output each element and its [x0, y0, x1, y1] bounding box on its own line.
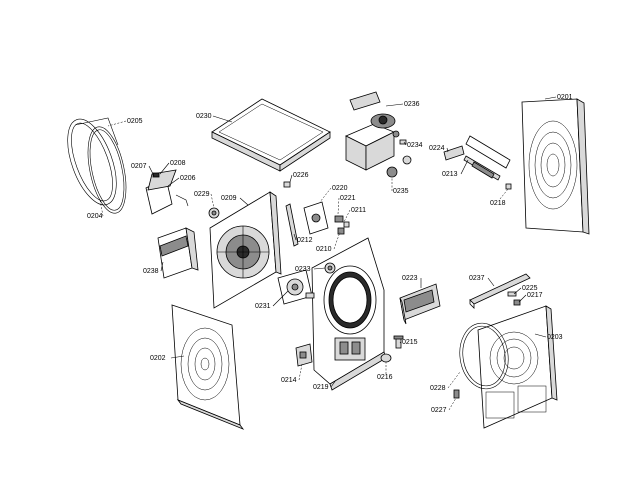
part-seal-ring[interactable] [58, 113, 126, 211]
leader-line-0209 [239, 197, 249, 206]
leader-lines [99, 96, 557, 411]
part-front-frame[interactable] [311, 237, 387, 391]
leader-line-0217 [518, 294, 527, 303]
part-door-panel[interactable] [477, 305, 558, 429]
leader-line-0234 [403, 141, 407, 146]
callout-0230: 0230 [196, 113, 212, 120]
callout-0221: 0221 [340, 195, 356, 202]
part-front-seal[interactable] [81, 123, 133, 216]
callout-0234: 0234 [407, 142, 423, 149]
callout-0226: 0226 [293, 172, 309, 179]
leader-line-0206 [167, 177, 180, 187]
leader-line-0238 [160, 261, 164, 272]
callout-0216: 0216 [377, 374, 393, 381]
part-filter-box[interactable] [157, 227, 199, 279]
leader-line-0210 [333, 231, 341, 250]
callout-0219: 0219 [313, 384, 329, 391]
part-bracket[interactable] [303, 201, 329, 235]
part-clip[interactable] [283, 181, 291, 188]
leader-line-0214 [298, 363, 303, 381]
leader-line-0211 [343, 209, 351, 223]
part-sensor[interactable] [334, 215, 350, 235]
leader-line-0228 [447, 371, 461, 389]
leader-line-0227 [448, 397, 457, 411]
callout-0202: 0202 [150, 355, 166, 362]
part-grommet[interactable] [380, 353, 392, 363]
callout-0206: 0206 [180, 175, 196, 182]
leader-line-0219 [330, 379, 337, 388]
part-drum-rear-panel[interactable] [209, 191, 282, 309]
callout-0220: 0220 [332, 185, 348, 192]
part-condenser-cover[interactable] [399, 283, 441, 325]
leader-line-0201 [544, 96, 557, 100]
leader-line-0202 [170, 355, 185, 359]
leader-line-0224 [446, 147, 449, 153]
callout-0201: 0201 [557, 94, 573, 101]
callout-0237: 0237 [469, 275, 485, 282]
callout-0236: 0236 [404, 101, 420, 108]
leader-line-0233 [313, 267, 326, 270]
callout-0212: 0212 [297, 237, 313, 244]
callout-0211: 0211 [351, 207, 366, 214]
callout-0214: 0214 [281, 377, 297, 384]
part-bearing[interactable] [324, 262, 336, 274]
part-drum-shaft[interactable] [277, 269, 315, 305]
callout-0204: 0204 [87, 213, 103, 220]
leader-line-0218 [499, 188, 509, 200]
part-door-gasket[interactable] [456, 320, 513, 392]
part-knob[interactable] [208, 207, 220, 219]
leader-line-0230 [212, 115, 233, 123]
callout-0203: 0203 [547, 334, 563, 341]
leader-line-0207 [148, 165, 155, 177]
callout-labels: 0201 0202 0203 0204 0205 0206 0207 0208 0209 0210… [87, 94, 573, 414]
callout-0215: 0215 [402, 339, 418, 346]
leader-line-0205 [107, 120, 127, 127]
callout-0205: 0205 [127, 118, 143, 125]
callout-0213: 0213 [442, 171, 458, 178]
part-control-strip[interactable] [443, 135, 512, 190]
callout-0217: 0217 [527, 292, 543, 299]
leader-line-0208 [159, 162, 170, 175]
callout-0207: 0207 [131, 163, 147, 170]
part-rear-panel[interactable] [521, 98, 590, 235]
leader-line-0229 [210, 193, 215, 209]
leader-line-0237 [487, 277, 495, 287]
part-front-panel[interactable] [171, 304, 245, 430]
callout-0233: 0233 [295, 266, 311, 273]
leader-line-0221 [337, 197, 340, 215]
callout-0210: 0210 [316, 246, 332, 253]
part-rail[interactable] [285, 203, 299, 247]
part-latch[interactable] [453, 389, 460, 399]
leader-line-0204 [99, 199, 104, 217]
leader-line-0212 [293, 233, 297, 241]
leader-line-0231 [272, 290, 289, 307]
leader-line-0236 [385, 103, 404, 107]
callout-0209: 0209 [221, 195, 237, 202]
leader-line-0220 [319, 187, 332, 203]
part-bolt[interactable] [393, 335, 404, 349]
callout-0223: 0223 [402, 275, 418, 282]
leader-line-0225 [513, 287, 522, 295]
callout-0208: 0208 [170, 160, 186, 167]
part-top-rail[interactable] [469, 273, 531, 309]
callout-0238: 0238 [143, 268, 159, 275]
leader-line-0213 [460, 159, 469, 175]
callout-0224: 0224 [429, 145, 445, 152]
part-switch[interactable] [295, 343, 313, 367]
part-control-module[interactable] [345, 91, 412, 178]
callout-0218: 0218 [490, 200, 506, 207]
part-hinge[interactable] [507, 291, 521, 306]
callout-0229: 0229 [194, 191, 210, 198]
callout-0227: 0227 [431, 407, 447, 414]
callout-0225: 0225 [522, 285, 538, 292]
callout-0235: 0235 [393, 188, 409, 195]
callout-0231: 0231 [255, 303, 271, 310]
leader-line-0215 [399, 341, 402, 344]
callout-0228: 0228 [430, 385, 446, 392]
leader-line-0226 [289, 174, 293, 183]
part-top-cover[interactable] [211, 98, 331, 172]
leader-line-0203 [534, 333, 547, 338]
